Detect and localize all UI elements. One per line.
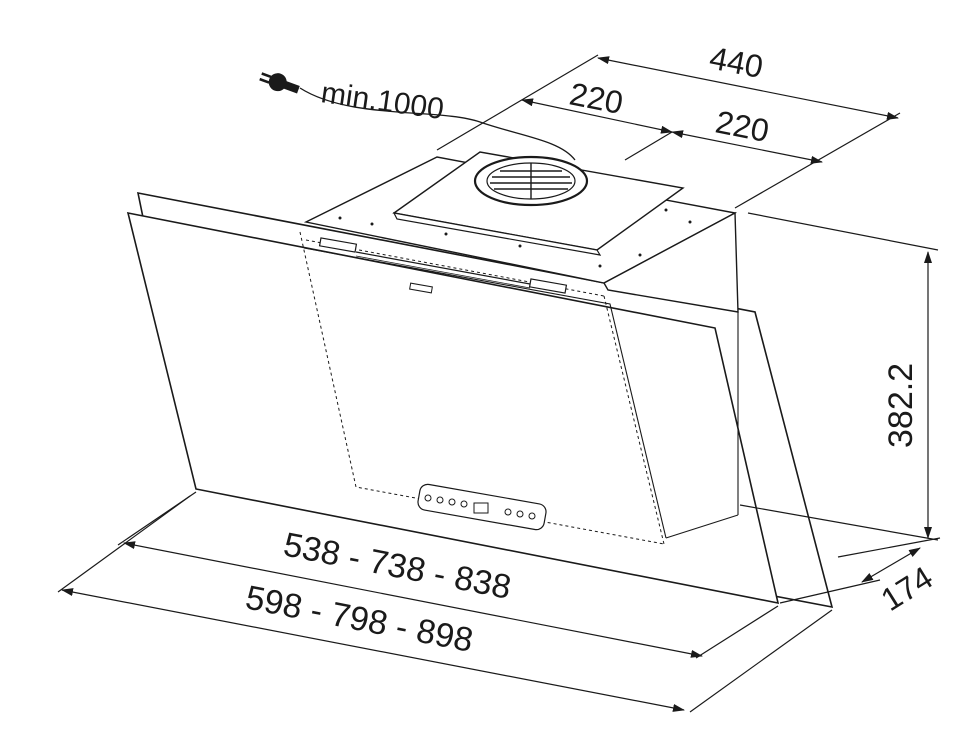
inner-body-line bbox=[303, 247, 667, 539]
power-cable bbox=[259, 72, 576, 161]
hinge-left bbox=[318, 237, 358, 253]
inner-body-dashed bbox=[299, 231, 665, 545]
glass-panel-front bbox=[126, 211, 780, 605]
top-dimension-lines bbox=[436, 54, 901, 209]
depth-dimension-lines bbox=[779, 537, 941, 604]
width-dimension-lines bbox=[57, 491, 833, 713]
plug-icon bbox=[259, 72, 300, 94]
motor-front bbox=[392, 212, 602, 256]
badge bbox=[409, 282, 433, 294]
fan-grille-icon bbox=[473, 155, 589, 207]
control-panel-icon bbox=[417, 483, 547, 531]
dim-440: 440 bbox=[707, 40, 766, 86]
cable-length-label: min.1000 bbox=[319, 76, 446, 126]
dim-220-left: 220 bbox=[567, 76, 626, 122]
inner-body-dashed-right bbox=[603, 295, 665, 545]
housing-screws bbox=[338, 208, 692, 268]
dim-depth: 174 bbox=[875, 559, 939, 618]
dim-height: 382.2 bbox=[882, 363, 920, 448]
hinge-right bbox=[528, 278, 568, 294]
height-dimension-lines bbox=[739, 212, 939, 541]
hood-body bbox=[126, 151, 834, 609]
